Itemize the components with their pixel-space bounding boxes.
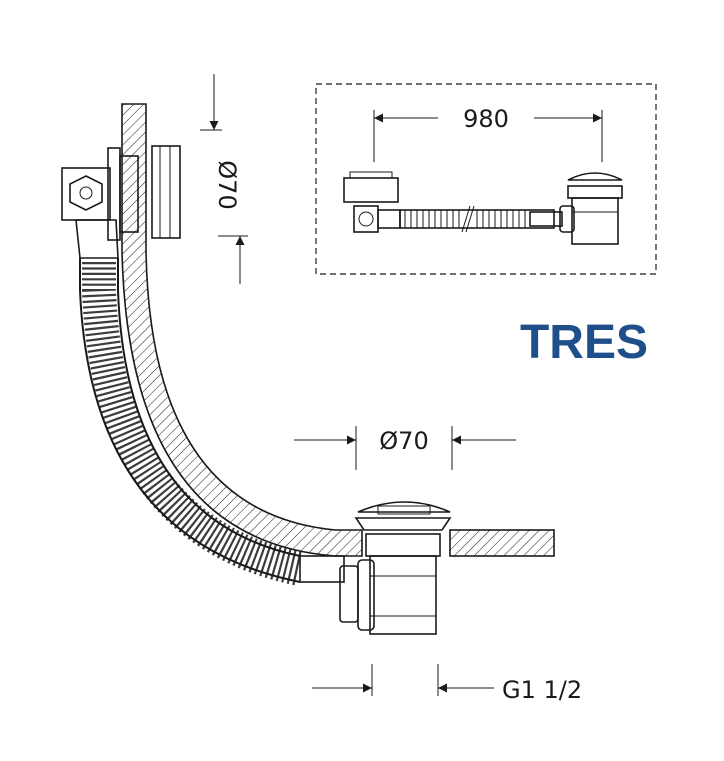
overall-length-label: 980: [463, 105, 509, 133]
thread-dimension: G1 1/2: [312, 664, 582, 704]
overflow-assembly: [61, 145, 181, 259]
overflow-diameter-label: Ø70: [213, 160, 241, 209]
flexible-hose: [79, 258, 304, 586]
bathtub-wall-section: [121, 103, 555, 557]
waste-diameter-dimension: Ø70: [294, 426, 516, 470]
waste-diameter-label: Ø70: [379, 427, 428, 455]
overflow-diameter-dimension: Ø70: [200, 74, 248, 284]
thread-label: G1 1/2: [502, 676, 582, 704]
brand-name: TRES: [520, 316, 648, 369]
inset-length-view: 980: [315, 83, 657, 275]
tres-logo: TRES: [520, 316, 648, 369]
waste-assembly: [299, 501, 452, 635]
